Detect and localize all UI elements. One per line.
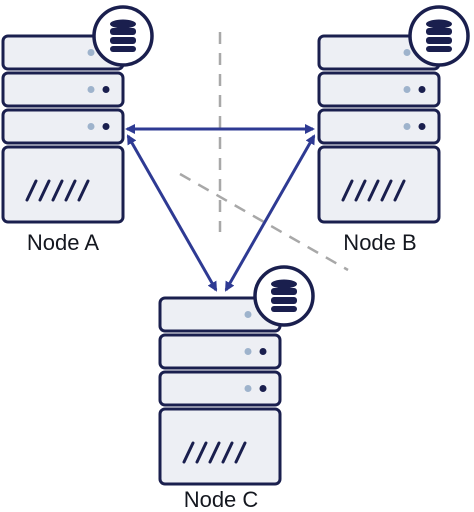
server-icon	[1, 34, 125, 224]
node-a-label: Node A	[26, 230, 100, 255]
database-badge-icon	[408, 5, 470, 67]
database-badge-icon	[92, 5, 154, 67]
replication-connections	[125, 124, 316, 292]
server-icon	[317, 34, 441, 224]
database-badge-icon	[253, 265, 315, 327]
node-c-label: Node C	[183, 487, 259, 512]
node-a-server	[1, 5, 154, 224]
node-c-server	[158, 265, 315, 486]
node-b-label: Node B	[343, 230, 417, 255]
node-b-server	[317, 5, 470, 224]
connection-b-c	[224, 134, 316, 292]
connection-a-c	[126, 134, 218, 292]
server-icon	[158, 296, 282, 486]
